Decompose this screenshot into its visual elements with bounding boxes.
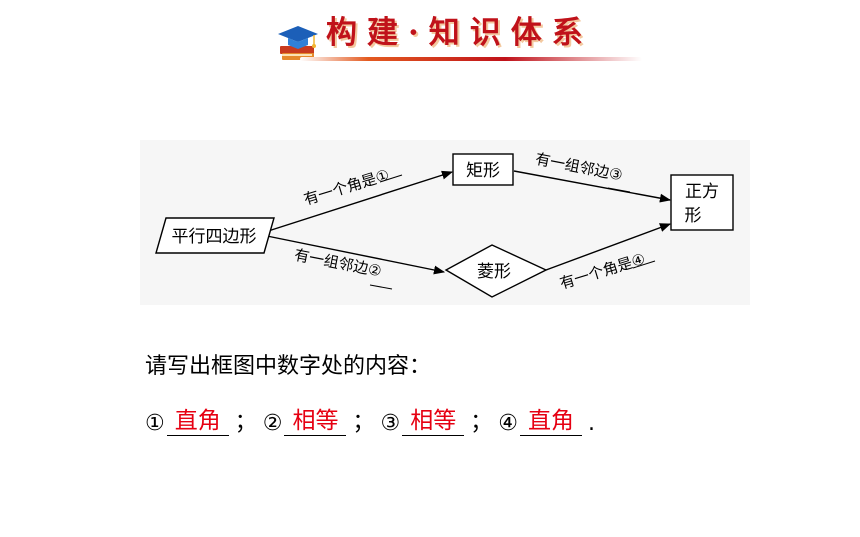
answer-1-number: ①: [145, 411, 165, 436]
answer-2-separator: ；: [352, 410, 375, 435]
title-underline: [300, 57, 642, 61]
answer-3-separator: ；: [470, 410, 493, 435]
arrow-rect-to-square: [513, 170, 672, 203]
answer-3-number: ③: [380, 411, 401, 436]
parallelogram-node: [155, 217, 275, 254]
blank-2-underline: [369, 284, 393, 290]
blank-1-underline: [379, 174, 403, 183]
answer-1-separator: ；: [234, 410, 257, 435]
section-header: 构建·知识体系: [0, 0, 860, 80]
answer-row: ① 直角 ； ② 相等 ； ③ 相等 ； ④ 直角 .: [145, 396, 601, 436]
blank-4-underline: [632, 260, 656, 269]
answer-3-blank[interactable]: 相等: [402, 407, 465, 436]
question-prompt: 请写出框图中数字处的内容：: [145, 354, 432, 379]
arrow-to-rhombus: [261, 234, 446, 275]
answer-4-number: ④: [498, 411, 518, 436]
rectangle-node: [452, 153, 514, 186]
edge-label-rhombus-to-square: 有一个角是④: [558, 250, 648, 293]
square-label-line1: 正方: [685, 182, 719, 202]
rectangle-label: 矩形: [466, 161, 500, 181]
section-title: 构建·知识体系: [326, 15, 593, 51]
edge-label-to-rectangle: 有一个角是①: [302, 166, 392, 209]
answer-2-blank[interactable]: 相等: [284, 407, 347, 436]
blank-3-underline: [607, 187, 631, 193]
edge-label-rect-to-square: 有一组邻边③: [534, 150, 624, 185]
answer-4-blank[interactable]: 直角: [519, 407, 582, 436]
square-node: [670, 174, 734, 231]
parallelogram-label: 平行四边形: [172, 227, 257, 247]
answer-1-blank[interactable]: 直角: [166, 407, 229, 436]
square-label-line2: 形: [685, 206, 702, 226]
arrow-to-rectangle: [261, 170, 454, 234]
answer-4-separator: .: [587, 411, 595, 436]
arrow-rhombus-to-square: [545, 223, 672, 271]
answer-2-number: ②: [262, 411, 283, 436]
rhombus-node: [444, 244, 548, 298]
rhombus-label: 菱形: [477, 262, 511, 282]
